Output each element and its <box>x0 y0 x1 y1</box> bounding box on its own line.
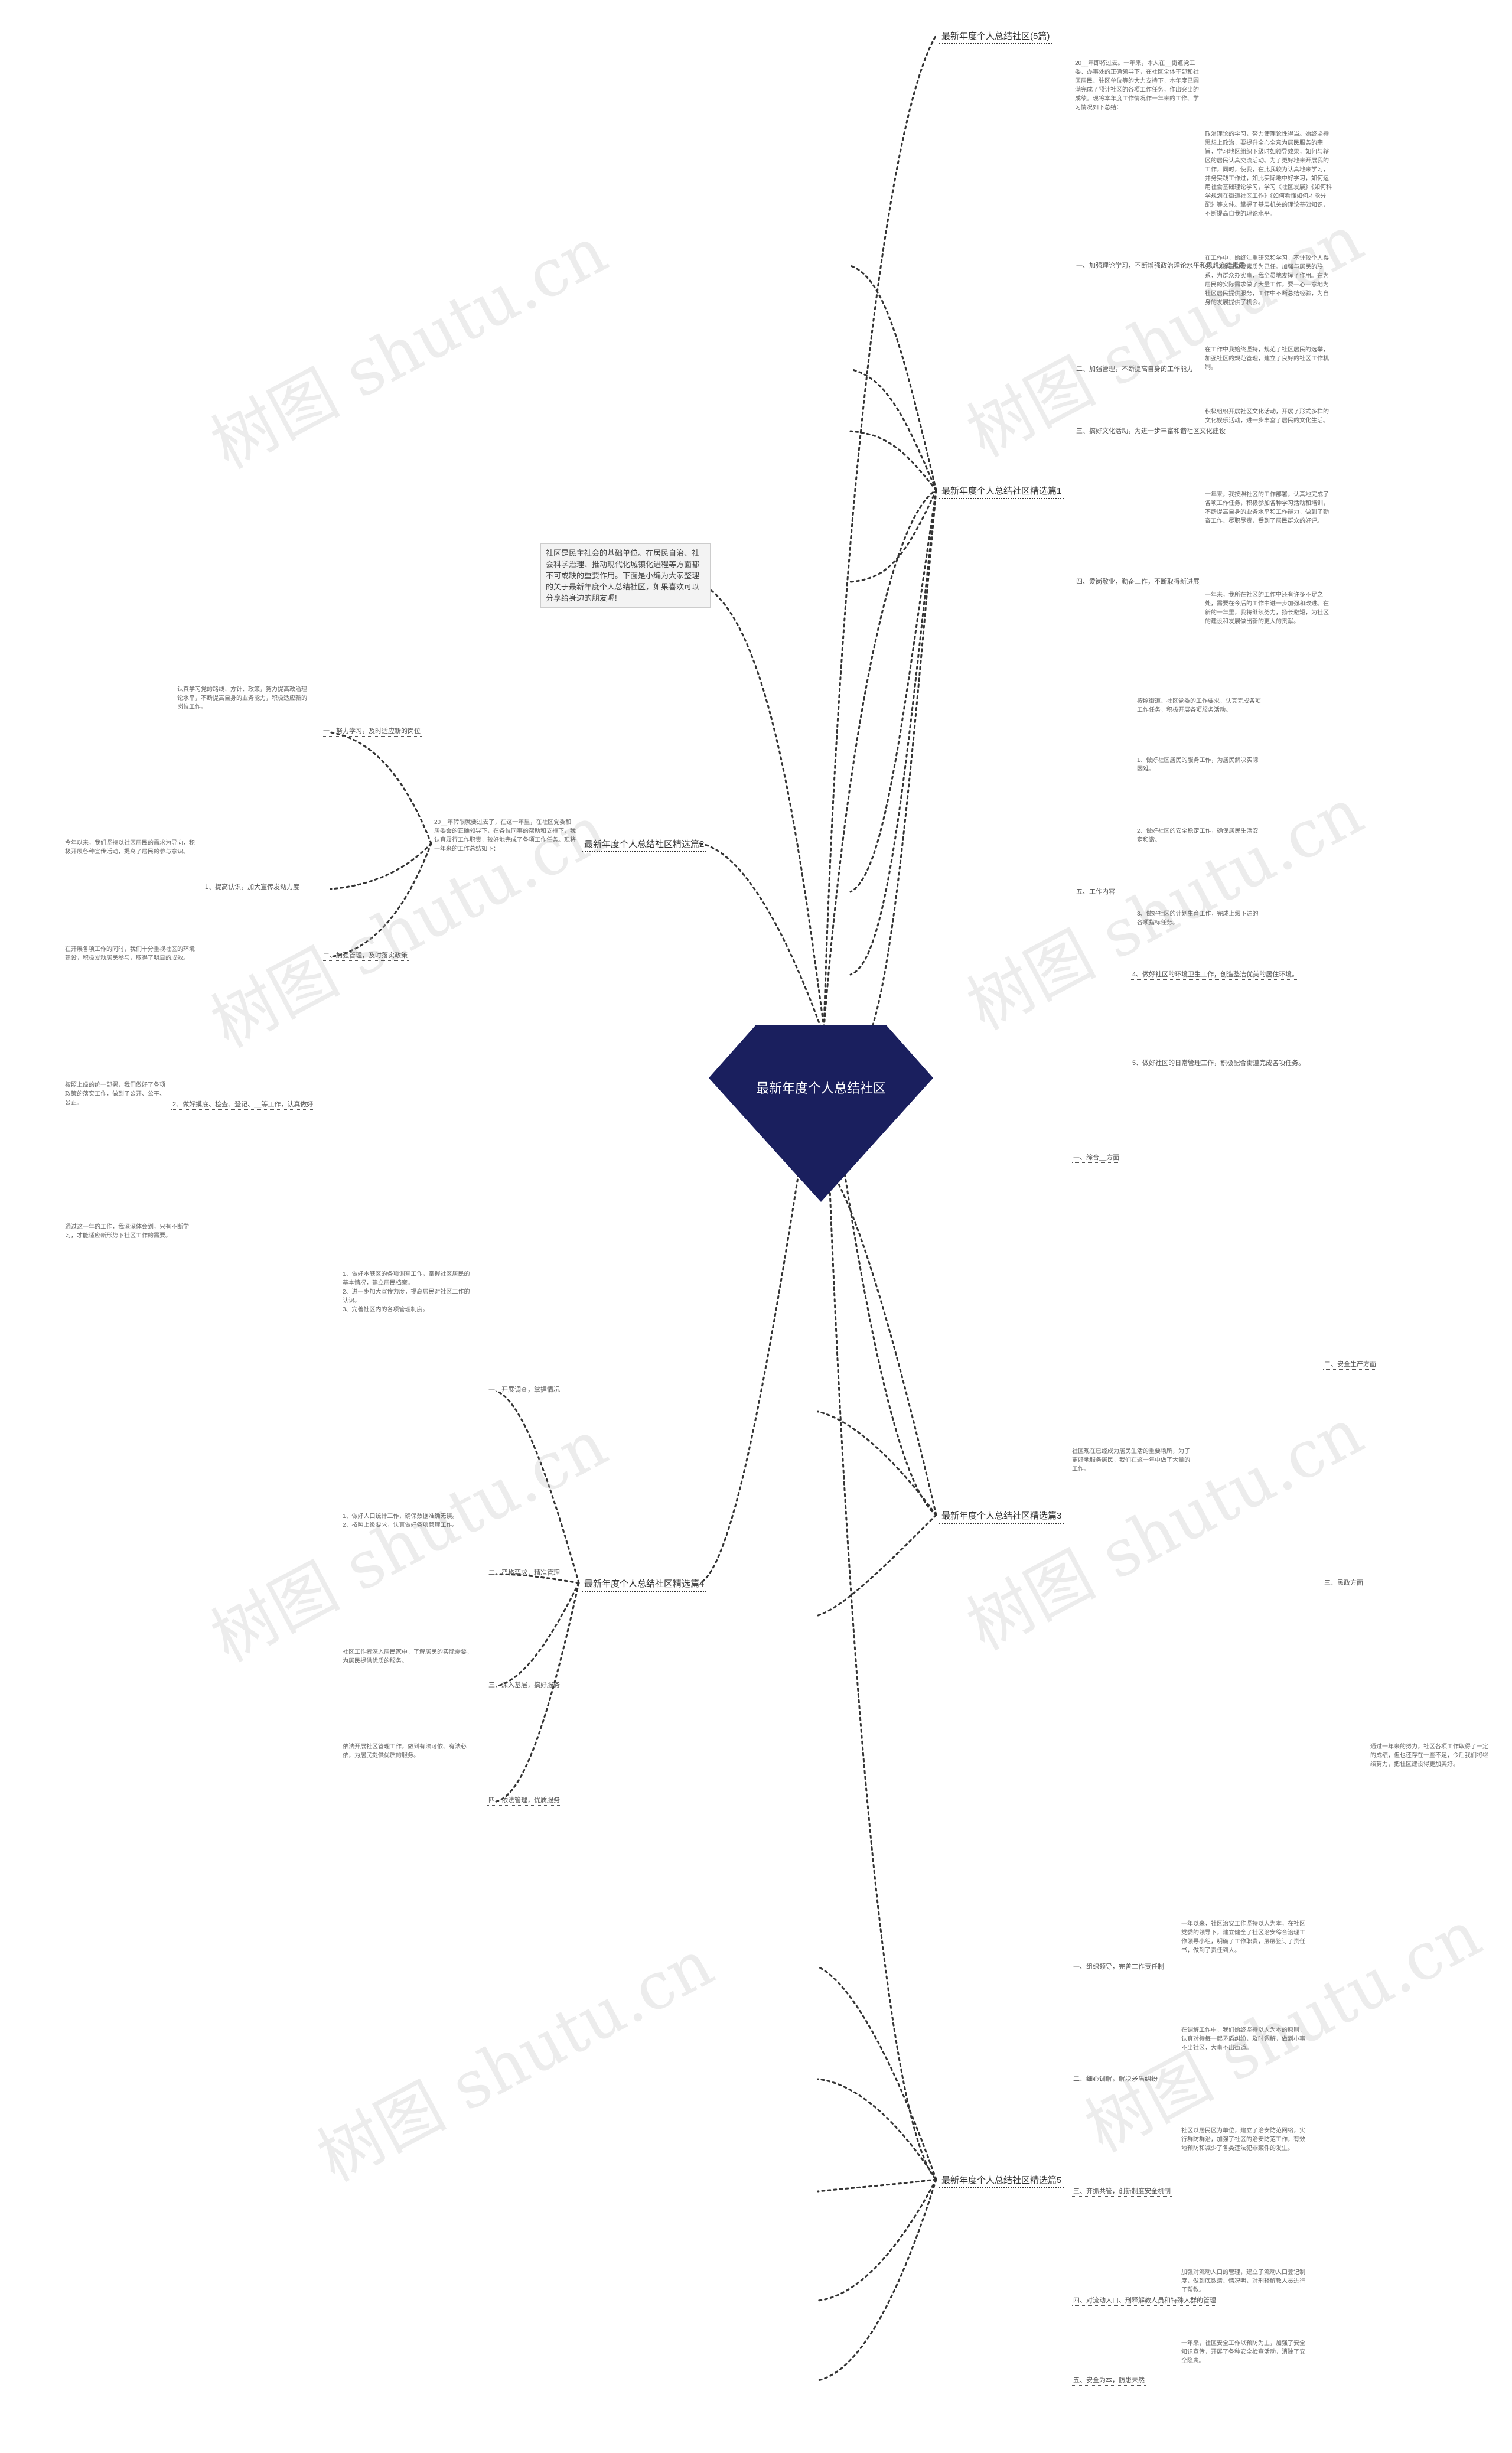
leaf-text: 社区工作者深入居民家中，了解居民的实际需要，为居民提供优质的服务。 <box>343 1649 472 1664</box>
sub-topic[interactable]: 三、搞好文化活动，为进一步丰富和谐社区文化建设 <box>1075 425 1227 436</box>
leaf-text: 按照上级的统一部署，我们做好了各项政策的落实工作，做到了公开、公平、公正。 <box>65 1082 165 1106</box>
branch-part-3[interactable]: 最新年度个人总结社区精选篇3 <box>939 1508 1064 1524</box>
sub-topic[interactable]: 四、爱岗敬业，勤奋工作，不断取得新进展 <box>1075 576 1201 587</box>
leaf-text: 积极组织开展社区文化活动，开展了形式多样的文化娱乐活动，进一步丰富了居民的文化生… <box>1205 409 1329 424</box>
sub-topic[interactable]: 二、严格要求，精准管理 <box>487 1567 561 1578</box>
leaf-text: 在开展各项工作的同时，我们十分重视社区的环境建设，积极发动居民参与，取得了明显的… <box>65 946 195 962</box>
leaf-text: 一年来，我所在社区的工作中还有许多不足之处，需要在今后的工作中进一步加强和改进。… <box>1205 592 1329 625</box>
sub-topic[interactable]: 1、提高认识，加大宣传发动力度 <box>204 881 301 892</box>
sub-topic[interactable]: 二、加强管理，及时落实政策 <box>322 950 409 961</box>
center-title: 最新年度个人总结社区 <box>755 1081 886 1096</box>
sub-topic[interactable]: 5、做好社区的日常管理工作，积极配合街道完成各项任务。 <box>1131 1057 1306 1068</box>
leaf-text: 通过这一年的工作，我深深体会到，只有不断学习，才能适应新形势下社区工作的需要。 <box>65 1224 189 1239</box>
leaf-text: 社区以居民区为单位，建立了治安防范网络，实行群防群治，加强了社区的治安防范工作，… <box>1181 2128 1305 2152</box>
sub-topic[interactable]: 四、对流动人口、刑释解教人员和特殊人群的管理 <box>1072 2295 1217 2306</box>
leaf-text: 20__年转眼就要过去了，在这一年里，在社区党委和居委会的正确领导下，在各位同事… <box>434 819 576 852</box>
branch-part-4[interactable]: 最新年度个人总结社区精选篇4 <box>582 1576 707 1592</box>
leaf-text: 在工作中我始终坚持，规范了社区居民的选举，加强社区的规范管理，建立了良好的社区工… <box>1205 347 1329 371</box>
intro-text: 社区是民主社会的基础单位。在居民自治、社会科学治理、推动现代化城镇化进程等方面都… <box>540 543 711 608</box>
sub-topic[interactable]: 五、工作内容 <box>1075 886 1116 897</box>
sub-topic[interactable]: 三、民政方面 <box>1323 1577 1364 1588</box>
branch-part-1[interactable]: 最新年度个人总结社区精选篇1 <box>939 483 1064 499</box>
sub-topic[interactable]: 二、安全生产方面 <box>1323 1359 1377 1370</box>
sub-topic[interactable]: 二、细心调解，解决矛盾纠纷 <box>1072 2073 1159 2084</box>
branch-part-5[interactable]: 最新年度个人总结社区精选篇5 <box>939 2172 1064 2188</box>
leaf-text: 一年来，社区安全工作以预防为主，加强了安全知识宣传，开展了各种安全检查活动，消除… <box>1181 2340 1305 2364</box>
center-node[interactable]: 最新年度个人总结社区 <box>709 1025 933 1202</box>
sub-topic[interactable]: 2、做好摸底、检查、登记、__等工作，认真做好 <box>171 1099 315 1110</box>
sub-topic[interactable]: 二、加强管理，不断提高自身的工作能力 <box>1075 363 1194 374</box>
leaf-text: 依法开展社区管理工作，做到有法可依、有法必依，为居民提供优质的服务。 <box>343 1744 467 1759</box>
leaf-text: 通过一年来的努力，社区各项工作取得了一定的成绩，但也还存在一些不足，今后我们将继… <box>1370 1744 1488 1768</box>
leaf-text: 2、做好社区的安全稳定工作，确保居民生活安定和谐。 <box>1137 828 1259 843</box>
leaf-text: 加强对流动人口的管理，建立了流动人口登记制度，做到底数清、情况明，对刑释解教人员… <box>1181 2269 1305 2294</box>
leaf-text: 在工作中，始终注重研究和学习，不计较个人得失，以提高自我素质为己任。加强与居民的… <box>1205 255 1329 306</box>
leaf-text: 在调解工作中，我们始终坚持以人为本的原则，认真对待每一起矛盾纠纷，及时调解，做到… <box>1181 2027 1305 2051</box>
leaf-text: 政治理论的学习，努力使理论性得当。始终坚持思想上政治，要提升全心全意为居民服务的… <box>1205 131 1332 217</box>
leaf-text: 1、做好本辖区的各项调查工作，掌握社区居民的基本情况，建立居民档案。 2、进一步… <box>343 1271 470 1313</box>
sub-topic[interactable]: 一、开展调查，掌握情况 <box>487 1384 561 1395</box>
leaf-text: 1、做好人口统计工作，确保数据准确无误。 2、按照上级要求，认真做好各项管理工作… <box>343 1513 458 1529</box>
sub-topic[interactable]: 一、组织领导，完善工作责任制 <box>1072 1961 1165 1972</box>
sub-topic[interactable]: 三、深入基层，搞好服务 <box>487 1679 561 1690</box>
sub-topic[interactable]: 一、努力学习，及时适应新的岗位 <box>322 725 422 737</box>
branch-summary-5[interactable]: 最新年度个人总结社区(5篇) <box>939 28 1052 44</box>
center-shape <box>709 1025 933 1202</box>
branch-part-2[interactable]: 最新年度个人总结社区精选篇2 <box>582 836 707 852</box>
leaf-text: 认真学习党的路线、方针、政策，努力提高政治理论水平，不断提高自身的业务能力，积极… <box>177 686 307 711</box>
leaf-text: 按照街道、社区党委的工作要求，认真完成各项工作任务，积极开展各项服务活动。 <box>1137 698 1261 714</box>
sub-topic[interactable]: 四、依法管理，优质服务 <box>487 1794 561 1806</box>
leaf-text: 一年来，我按照社区的工作部署，认真地完成了各项工作任务，积极参加各种学习活动和培… <box>1205 491 1329 525</box>
sub-topic[interactable]: 五、安全为本，防患未然 <box>1072 2374 1146 2386</box>
leaf-text: 20__年即将过去。一年来，本人在__街道党工委、办事处的正确领导下，在社区全体… <box>1075 60 1199 111</box>
sub-topic[interactable]: 一、综合__方面 <box>1072 1152 1121 1163</box>
sub-topic[interactable]: 一、加强理论学习，不断增强政治理论水平和思想道德素质 <box>1075 260 1246 271</box>
leaf-text: 社区现在已经成为居民生活的重要场所，为了更好地服务居民，我们在这一年中做了大量的… <box>1072 1448 1190 1473</box>
sub-topic[interactable]: 三、齐抓共管，创新制度安全机制 <box>1072 2185 1172 2197</box>
leaf-text: 1、做好社区居民的服务工作，为居民解决实际困难。 <box>1137 757 1259 773</box>
leaf-text: 3、做好社区的计划生育工作，完成上级下达的各项指标任务。 <box>1137 911 1259 926</box>
leaf-text: 一年以来，社区治安工作坚持以人为本，在社区党委的领导下，建立健全了社区治安综合治… <box>1181 1921 1305 1954</box>
leaf-text: 今年以来，我们坚持以社区居民的需求为导向，积极开展各种宣传活动，提高了居民的参与… <box>65 840 195 855</box>
sub-topic[interactable]: 4、做好社区的环境卫生工作，创造整洁优美的居住环境。 <box>1131 969 1300 980</box>
